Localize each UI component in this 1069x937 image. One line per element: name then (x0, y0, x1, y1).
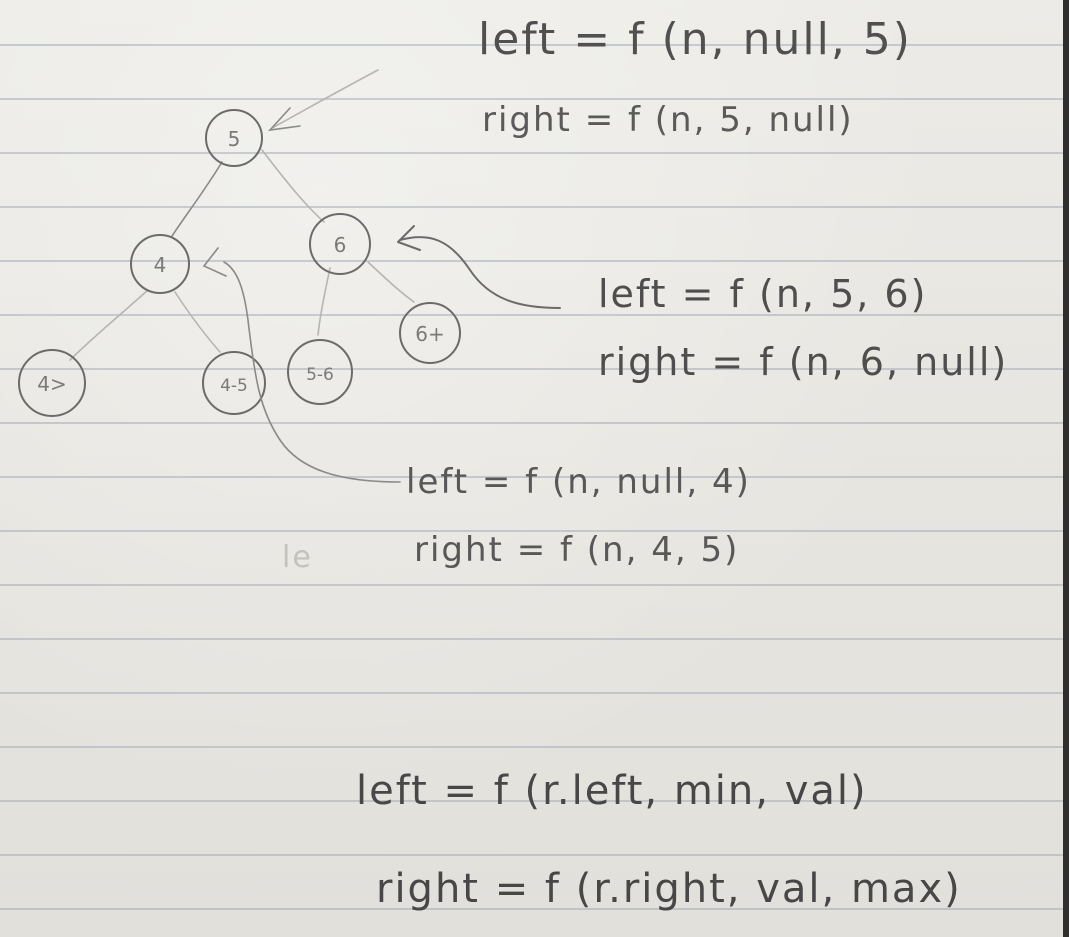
edge-4-4-5 (174, 291, 221, 353)
arrow-to-node-6 (399, 236, 561, 309)
svg-text:5-6: 5-6 (306, 365, 334, 385)
arrow-head-node-6 (397, 225, 421, 251)
svg-text:4: 4 (154, 253, 167, 277)
edge-6-6gt (367, 261, 415, 303)
tree-node-4-5: 4-5 (202, 351, 266, 415)
arrow-head-node-4 (202, 247, 227, 277)
svg-text:4-5: 4-5 (220, 376, 248, 396)
arrow-to-node-4 (223, 261, 401, 483)
svg-text:5: 5 (228, 127, 241, 151)
tree-node-4-greater: 4> (18, 349, 86, 417)
annotation-node4-left: left = f (n, null, 4) (406, 462, 751, 502)
edge-5-6 (261, 149, 325, 223)
annotation-root-left: left = f (n, null, 5) (478, 14, 912, 65)
annotation-node6-right: right = f (n, 6, null) (598, 340, 1009, 384)
arrow-head-root (267, 107, 301, 132)
annotation-stray-mark: le (282, 540, 313, 575)
tree-node-6: 6 (309, 213, 371, 275)
edge-5-4 (171, 161, 223, 237)
tree-node-6-plus: 6+ (399, 302, 461, 364)
annotation-node4-right: right = f (n, 4, 5) (414, 530, 740, 570)
tree-node-4: 4 (130, 234, 190, 294)
edge-6-5-6 (317, 267, 331, 336)
edge-4-4lt (69, 289, 149, 361)
svg-text:4>: 4> (37, 372, 66, 396)
svg-text:6: 6 (334, 233, 347, 257)
annotation-root-right: right = f (n, 5, null) (482, 100, 854, 140)
tree-node-5: 5 (205, 109, 263, 167)
annotation-general-left: left = f (r.left, min, val) (356, 768, 868, 814)
annotation-general-right: right = f (r.right, val, max) (376, 866, 962, 912)
annotation-node6-left: left = f (n, 5, 6) (598, 272, 928, 316)
arrow-to-root (271, 69, 379, 129)
svg-text:6+: 6+ (415, 322, 444, 346)
tree-node-5-6: 5-6 (287, 339, 353, 405)
